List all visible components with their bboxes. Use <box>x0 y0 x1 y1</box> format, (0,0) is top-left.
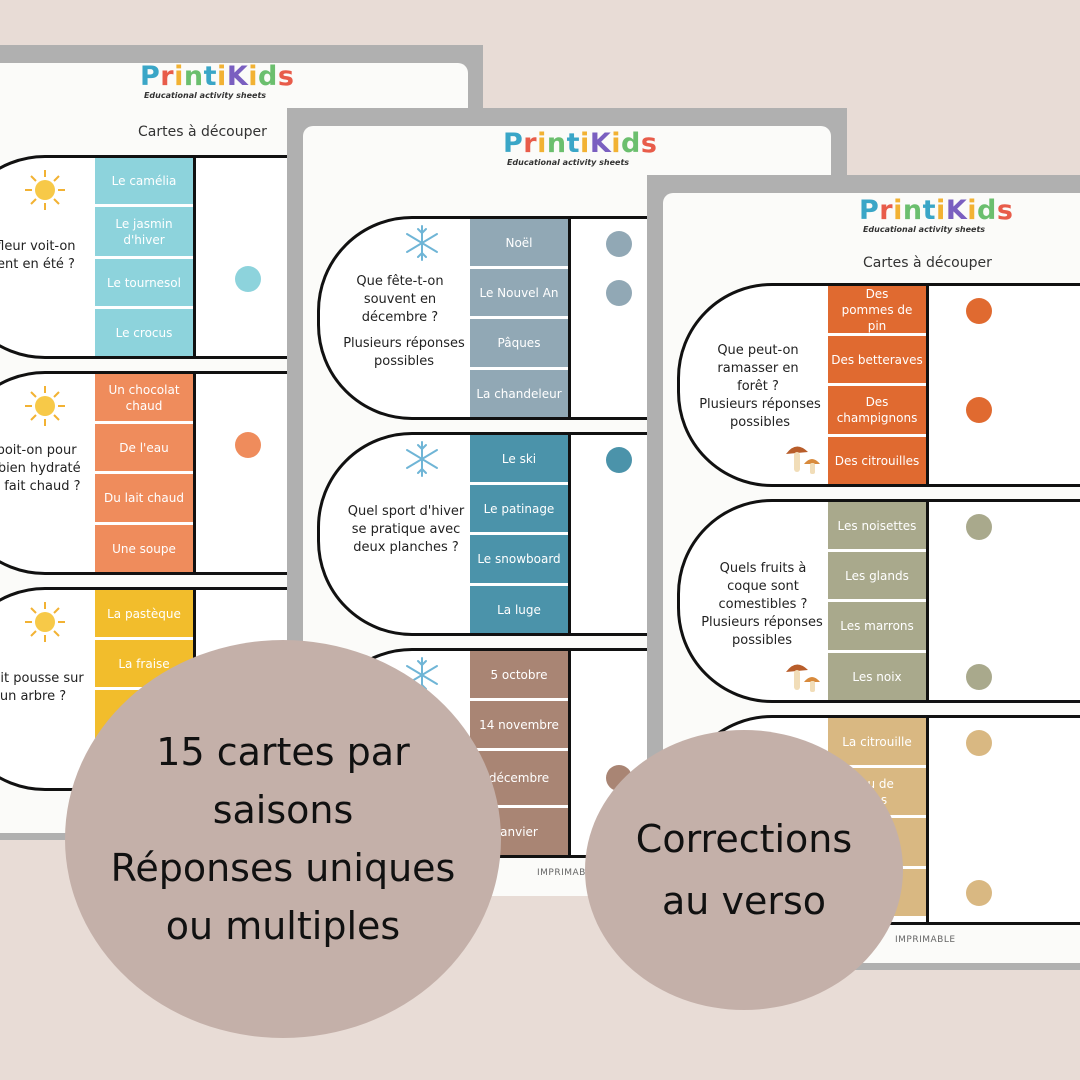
question-text: Quel sport d'hiver se pratique avec deux… <box>347 504 465 555</box>
answer-option[interactable]: Le ski <box>470 435 568 482</box>
answer-option[interactable]: De l'eau <box>95 424 193 471</box>
badge-line: Réponses uniques <box>110 846 456 890</box>
answer-option[interactable]: Des citrouilles <box>828 437 926 484</box>
footer-label: IMPRIMABLE <box>537 868 598 878</box>
badge-line: au verso <box>662 879 826 923</box>
answer-option[interactable]: Les marrons <box>828 602 926 650</box>
question-note: Plusieurs réponses possibles <box>701 615 823 648</box>
answer-option[interactable]: Pâques <box>470 319 568 367</box>
brand-tagline: Educational activity sheets <box>143 91 267 100</box>
answer-option[interactable]: 5 octobre <box>470 651 568 698</box>
answer-option[interactable]: La chandeleur <box>470 370 568 417</box>
question-text: Quels fruits à coque sont comestibles ? <box>718 561 808 612</box>
answer-dot <box>966 880 992 906</box>
answer-option[interactable]: Le tournesol <box>95 259 193 306</box>
answer-option[interactable]: Le jasmin d'hiver <box>95 207 193 256</box>
answer-option[interactable]: Les noix <box>828 653 926 700</box>
answer-dot <box>606 447 632 473</box>
printikids-logo: PrintiKids Educational activity sheets <box>503 128 658 168</box>
page-heading: Cartes à découper <box>138 124 267 140</box>
answer-option[interactable]: Le crocus <box>95 309 193 356</box>
feature-badge-corrections: Corrections au verso <box>585 730 903 1010</box>
answer-option[interactable]: Le patinage <box>470 485 568 532</box>
mushroom-icon <box>786 446 820 474</box>
answer-option[interactable]: Les noisettes <box>828 502 926 549</box>
mushroom-icon <box>786 664 820 692</box>
answer-dot <box>606 280 632 306</box>
page-heading: Cartes à découper <box>863 255 992 271</box>
question-card: le fleur voit-on uvent en été ? Le camél… <box>0 155 290 359</box>
question-card: Que fête-t-on souvent en décembre ? Plus… <box>317 216 697 420</box>
question-card: e boit-on pour er bien hydraté d il fait… <box>0 371 290 575</box>
answer-option[interactable]: La citrouille <box>828 718 926 765</box>
answer-dot <box>966 730 992 756</box>
answer-option[interactable]: Du lait chaud <box>95 474 193 522</box>
answer-dot <box>235 432 261 458</box>
answer-dot <box>606 231 632 257</box>
answer-option[interactable]: La luge <box>470 586 568 633</box>
sun-icon <box>25 386 65 426</box>
answer-option[interactable]: Des pommes de pin <box>828 286 926 333</box>
question-note: Plusieurs réponses possibles <box>343 336 465 369</box>
answer-option[interactable]: Le Nouvel An <box>470 269 568 316</box>
footer-label: IMPRIMABLE <box>895 935 956 945</box>
question-text: Que peut-on ramasser en forêt ? <box>717 343 799 394</box>
sun-icon <box>25 170 65 210</box>
snowflake-icon <box>406 225 438 261</box>
question-card: Quels fruits à coque sont comestibles ? … <box>677 499 1080 703</box>
question-card: Quel sport d'hiver se pratique avec deux… <box>317 432 697 636</box>
snowflake-icon <box>406 441 438 477</box>
answer-option[interactable]: Une soupe <box>95 525 193 572</box>
brand-wordmark: PrintiKids <box>859 195 1014 226</box>
answer-option[interactable]: Le snowboard <box>470 535 568 583</box>
question-card: Que peut-on ramasser en forêt ? Plusieur… <box>677 283 1080 487</box>
question-text: e boit-on pour er bien hydraté d il fait… <box>0 443 81 494</box>
answer-option[interactable]: Le camélia <box>95 158 193 204</box>
feature-badge-cards: 15 cartes par saisons Réponses uniques o… <box>65 640 501 1038</box>
question-text: Que fête-t-on souvent en décembre ? <box>356 274 444 325</box>
answer-option[interactable]: 14 novembre <box>470 701 568 748</box>
brand-tagline: Educational activity sheets <box>862 225 986 234</box>
answer-dot <box>966 514 992 540</box>
brand-wordmark: PrintiKids <box>503 128 658 159</box>
answer-option[interactable]: La pastèque <box>95 590 193 637</box>
answer-option[interactable]: Noël <box>470 219 568 266</box>
brand-tagline: Educational activity sheets <box>506 158 630 167</box>
printikids-logo: PrintiKids Educational activity sheets <box>140 63 295 100</box>
answer-option[interactable]: Des betteraves <box>828 336 926 383</box>
brand-wordmark: PrintiKids <box>140 63 295 92</box>
answer-dot <box>966 397 992 423</box>
printikids-logo: PrintiKids Educational activity sheets <box>859 195 1014 235</box>
answer-option[interactable]: Un chocolat chaud <box>95 374 193 421</box>
badge-line: saisons <box>212 788 354 832</box>
badge-line: ou multiples <box>165 904 401 948</box>
question-text: le fleur voit-on uvent en été ? <box>0 239 76 272</box>
sun-icon <box>25 602 65 642</box>
question-text: fruit pousse sur un arbre ? <box>0 671 84 704</box>
answer-option[interactable]: Les glands <box>828 552 926 599</box>
badge-line: Corrections <box>635 817 853 861</box>
question-note: Plusieurs réponses possibles <box>699 397 821 430</box>
answer-option[interactable]: Des champignons <box>828 386 926 434</box>
answer-dot <box>235 266 261 292</box>
answer-dot <box>966 664 992 690</box>
badge-line: 15 cartes par <box>156 730 410 774</box>
answer-dot <box>966 298 992 324</box>
